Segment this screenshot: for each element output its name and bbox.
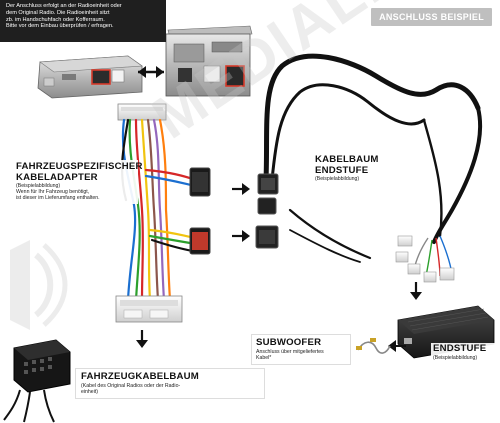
adapter-title-line: FAHRZEUGSPEZIFISCHER <box>16 161 143 172</box>
double-arrow-radios <box>138 66 164 78</box>
vehicle-adapter-harness <box>115 103 211 323</box>
arrow-to-amplifier <box>410 282 422 300</box>
instruction-banner: Der Anschluss erfolgt an der Radioeinhei… <box>0 0 166 42</box>
adapter-detail-line: Wenn für Ihr Fahrzeug benötigt, <box>16 189 90 196</box>
adapter-subtitle: (Beispielabbildung) <box>16 183 61 189</box>
amp-harness-title-line: KABELBAUM <box>315 154 379 165</box>
instruction-line: Der Anschluss erfolgt an der Radioeinhei… <box>6 3 122 9</box>
amp-harness-title-line: ENDSTUFE <box>315 164 369 176</box>
adapter-label: FAHRZEUGSPEZIFISCHER KABELADAPTER (Beisp… <box>14 160 143 204</box>
arrow-to-amp-harness-upper <box>232 183 250 195</box>
vehicle-harness-title: FAHRZEUGKABELBAUM <box>81 371 199 382</box>
vehicle-harness-detail-line: einheit) <box>81 388 99 395</box>
amplifier-label: ENDSTUFE (Beispielabbildung) <box>431 343 500 362</box>
subwoofer-title: SUBWOOFER <box>256 337 322 348</box>
amplifier-wiring-harness <box>255 53 483 283</box>
subwoofer-label: SUBWOOFER Anschluss über mitgeliefertes … <box>251 334 351 365</box>
subwoofer-cable <box>356 338 391 354</box>
amplifier-subtitle: (Beispielabbildung) <box>433 354 478 361</box>
vehicle-harness-label: FAHRZEUGKABELBAUM (Kabel des Original Ra… <box>75 368 265 399</box>
radio-head-unit <box>165 25 253 97</box>
subwoofer-detail-line: Kabel* <box>256 354 272 361</box>
instruction-line: Bitte vor dem Einbau überprüfen / erfrag… <box>6 23 114 30</box>
arrow-to-subwoofer <box>388 340 406 352</box>
subwoofer-detail-line: Anschluss über mitgeliefertes <box>256 348 324 355</box>
instruction-line: dem Original Radio. Die Radioeinheit sit… <box>6 9 110 16</box>
connection-example-badge: ANSCHLUSS BEISPIEL <box>371 8 492 26</box>
background-speaker-emblem <box>10 240 68 330</box>
arrow-to-vehicle-harness <box>136 330 148 348</box>
vehicle-harness-connector <box>3 339 71 423</box>
amp-harness-subtitle: (Beispielabbildung) <box>315 176 360 182</box>
adapter-detail-line: ist dieser im Lieferumfang enthalten. <box>16 195 100 202</box>
radio-module-unit <box>37 55 143 99</box>
amp-harness-label: KABELBAUM ENDSTUFE (Beispielabbildung) <box>313 154 412 184</box>
instruction-line: zb. im Handschuhfach oder Kofferraum. <box>6 16 105 23</box>
arrow-to-amp-harness-lower <box>232 230 250 242</box>
adapter-title-line: KABELADAPTER <box>16 171 98 183</box>
amplifier-title: ENDSTUFE <box>433 343 487 354</box>
vehicle-harness-detail-line: (Kabel des Original Radios oder der Radi… <box>81 382 181 389</box>
